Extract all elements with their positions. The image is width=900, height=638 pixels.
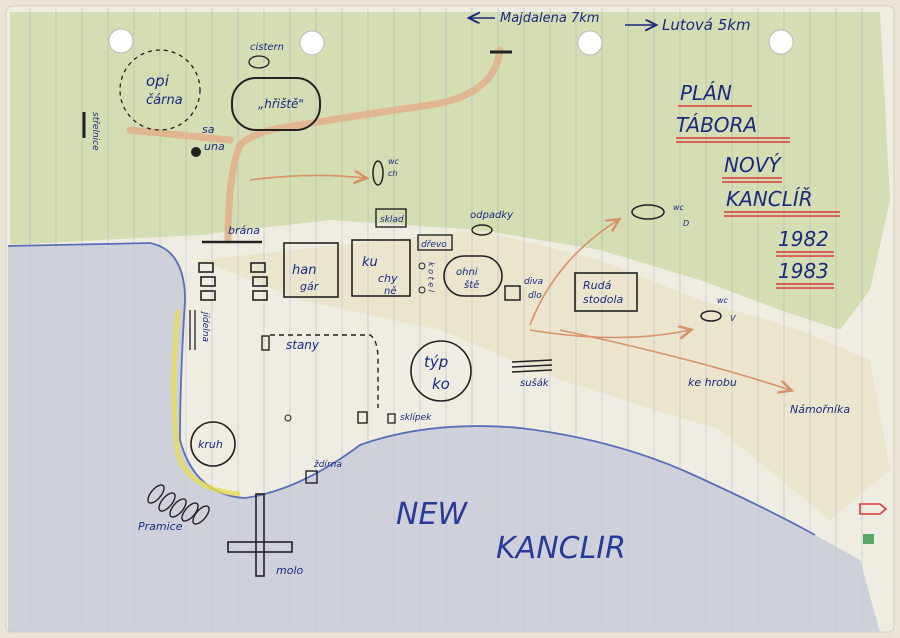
hangar-label-2: gár bbox=[300, 280, 320, 293]
sauna-label-1: sa bbox=[202, 123, 215, 136]
title-underlines bbox=[676, 105, 840, 289]
drevo-shed bbox=[417, 234, 453, 251]
title-line-3: NOVÝ bbox=[724, 153, 782, 177]
hangar-building bbox=[283, 242, 339, 298]
opicarna-label-2: čárna bbox=[146, 93, 183, 108]
map-title: PLÁN TÁBORA NOVÝ KANCLÍŘ 1982 1983 bbox=[676, 81, 829, 283]
kruh-circle bbox=[190, 421, 236, 467]
cistern-label: cistern bbox=[250, 42, 284, 53]
kuchyne-label-2: chy bbox=[378, 272, 398, 285]
ke-hrobu-label: ke hrobu bbox=[688, 376, 737, 389]
ruda-stodola-building bbox=[574, 272, 638, 312]
ohniste-label-1: ohni bbox=[456, 267, 478, 278]
title-year-2: 1983 bbox=[778, 259, 829, 283]
stany-label: stany bbox=[286, 338, 320, 352]
opicarna-circle bbox=[119, 49, 201, 131]
opicarna-label-1: opi bbox=[146, 72, 170, 90]
odpadky-label: odpadky bbox=[470, 210, 514, 221]
meadow-area bbox=[200, 230, 890, 520]
title-year-1: 1982 bbox=[778, 227, 829, 251]
kotel-icon bbox=[418, 286, 426, 294]
divadlo-label-2: dlo bbox=[528, 291, 542, 301]
wc-far-icon bbox=[700, 310, 722, 322]
wc-top-label-2: ch bbox=[388, 169, 397, 178]
sauna-label-2: una bbox=[204, 140, 225, 153]
drevo-label: dřevo bbox=[421, 240, 447, 250]
lake-label-2: KANCLIR bbox=[496, 531, 626, 566]
lake-label-1: NEW bbox=[396, 497, 468, 532]
arrows bbox=[249, 175, 790, 390]
typko-tipi bbox=[410, 340, 472, 402]
wc-far-label-1: wc bbox=[717, 296, 729, 305]
green-tab-mark bbox=[863, 534, 874, 544]
ruda-stodola-label-1: Rudá bbox=[583, 279, 612, 292]
kuchyne-label-1: ku bbox=[362, 255, 378, 270]
zidirna-icon bbox=[305, 470, 318, 484]
sklipek-icon bbox=[387, 413, 396, 424]
molo-label: molo bbox=[276, 564, 304, 577]
hriste-label: „hřiště" bbox=[258, 97, 304, 111]
kuchyne-building bbox=[351, 239, 411, 297]
cistern-icon bbox=[248, 55, 270, 69]
cabins bbox=[198, 262, 268, 301]
hriste-outline bbox=[231, 77, 321, 131]
kotel-icon bbox=[418, 262, 426, 270]
stany-tents bbox=[270, 334, 379, 408]
lake bbox=[8, 243, 880, 632]
post-marker bbox=[284, 414, 292, 422]
beach-sand bbox=[171, 309, 241, 497]
kotel-label: k o t e l bbox=[427, 262, 436, 293]
punch-hole bbox=[768, 29, 794, 55]
pramice-boats bbox=[147, 484, 210, 525]
hangar-label-1: han bbox=[292, 263, 316, 278]
molo-pier bbox=[227, 493, 293, 577]
red-tab-mark bbox=[859, 503, 888, 515]
strelnice-label: střelnice bbox=[90, 112, 100, 151]
title-line-1: PLÁN bbox=[680, 81, 732, 105]
ohniste-label-2: ště bbox=[464, 279, 479, 291]
wc-top-label-1: wc bbox=[388, 157, 400, 166]
title-line-4: KANCLÍŘ bbox=[726, 187, 813, 211]
title-line-2: TÁBORA bbox=[676, 113, 757, 137]
wc-far-label-2: V bbox=[730, 314, 736, 323]
grass-area bbox=[10, 12, 890, 330]
wc-top-icon bbox=[372, 160, 384, 186]
namornika-label: Námořníka bbox=[790, 403, 850, 416]
susak-lines bbox=[511, 359, 553, 373]
paths bbox=[126, 46, 504, 244]
direction-right: Lutová 5km bbox=[662, 16, 751, 34]
ohniste-ring bbox=[443, 255, 503, 297]
divadlo-stage bbox=[504, 285, 521, 301]
punch-hole bbox=[299, 30, 325, 56]
typko-label-2: ko bbox=[432, 375, 450, 393]
punch-hole bbox=[108, 28, 134, 54]
jidelna-label: jídelna bbox=[200, 310, 210, 342]
zidirna-label: ždírna bbox=[313, 460, 342, 470]
kruh-label: kruh bbox=[198, 438, 223, 451]
kuchyne-label-3: ně bbox=[384, 285, 397, 297]
odpadky-icon bbox=[471, 224, 493, 236]
stany-tent bbox=[261, 335, 270, 351]
wc-right-label-2: D bbox=[683, 219, 689, 228]
punch-hole bbox=[577, 30, 603, 56]
brana-label: brána bbox=[228, 224, 260, 237]
sklipek-label: sklípek bbox=[400, 413, 432, 423]
susak-label: sušák bbox=[520, 377, 550, 389]
shoreline bbox=[7, 242, 816, 536]
ruda-stodola-label-2: stodola bbox=[583, 293, 624, 306]
wc-right-label-1: wc bbox=[673, 203, 685, 212]
sauna-icon bbox=[191, 147, 201, 157]
stany-tent bbox=[357, 411, 368, 424]
sklad-label: sklad bbox=[380, 215, 404, 225]
wc-right-icon bbox=[631, 204, 665, 220]
sklad-building bbox=[375, 208, 407, 228]
direction-left: Majdalena 7km bbox=[500, 11, 599, 26]
pramice-label: Pramice bbox=[138, 520, 183, 533]
typko-label-1: týp bbox=[424, 353, 448, 371]
divadlo-label-1: diva bbox=[524, 277, 543, 287]
